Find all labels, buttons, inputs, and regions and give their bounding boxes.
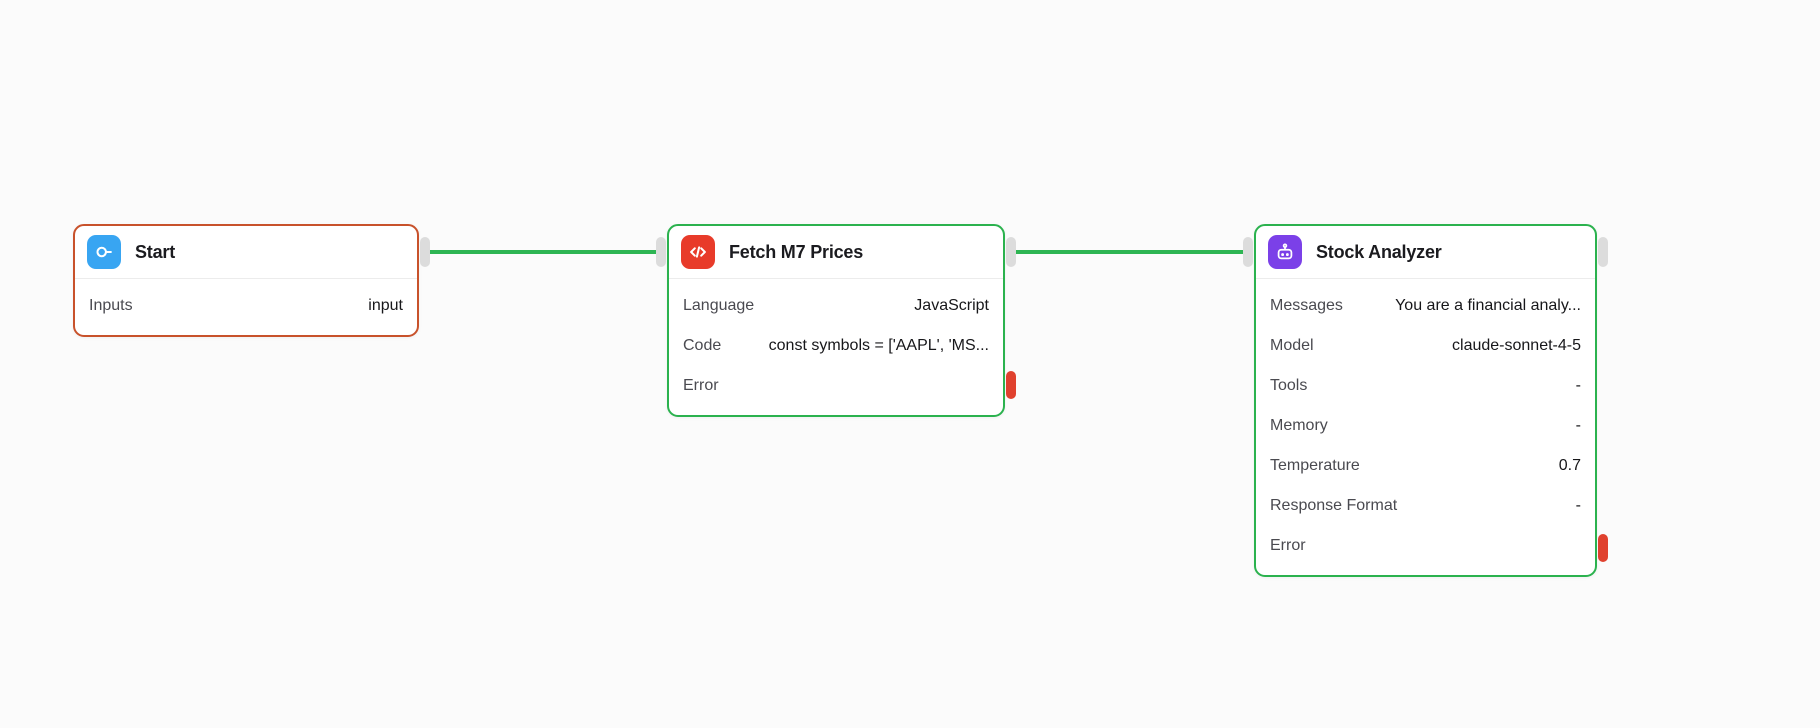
node-row-error: Error xyxy=(1256,526,1595,566)
row-value: - xyxy=(1575,377,1581,394)
node-row-error: Error xyxy=(669,366,1003,406)
node-fetch-m7-prices[interactable]: Fetch M7 Prices Language JavaScript Code… xyxy=(656,224,1016,417)
row-label: Tools xyxy=(1270,377,1308,394)
input-icon xyxy=(87,235,121,269)
row-label: Memory xyxy=(1270,417,1328,434)
node-row-language: Language JavaScript xyxy=(669,286,1003,326)
row-label: Model xyxy=(1270,337,1314,354)
node-header: Fetch M7 Prices xyxy=(669,226,1003,279)
row-value: const symbols = ['AAPL', 'MS... xyxy=(768,337,989,354)
row-value: 0.7 xyxy=(1558,457,1581,474)
row-label: Inputs xyxy=(89,297,133,314)
row-label: Response Format xyxy=(1270,497,1398,514)
node-rows: Messages You are a financial analy... Mo… xyxy=(1256,279,1595,575)
node-row-inputs: Inputs input xyxy=(75,286,417,326)
node-row-messages: Messages You are a financial analy... xyxy=(1256,286,1595,326)
node-header: Start xyxy=(75,226,417,279)
node-row-model: Model claude-sonnet-4-5 xyxy=(1256,326,1595,366)
row-value: JavaScript xyxy=(914,297,989,314)
node-start[interactable]: Start Inputs input xyxy=(73,224,430,337)
source-handle[interactable] xyxy=(420,237,430,267)
node-row-code: Code const symbols = ['AAPL', 'MS... xyxy=(669,326,1003,366)
node-stock-analyzer[interactable]: Stock Analyzer Messages You are a financ… xyxy=(1243,224,1608,577)
row-label: Error xyxy=(683,377,719,394)
row-value: - xyxy=(1575,417,1581,434)
code-icon xyxy=(681,235,715,269)
node-rows: Language JavaScript Code const symbols =… xyxy=(669,279,1003,415)
row-value: - xyxy=(1575,497,1581,514)
row-value: claude-sonnet-4-5 xyxy=(1452,337,1581,354)
node-header: Stock Analyzer xyxy=(1256,226,1595,279)
row-label: Code xyxy=(683,337,722,354)
edge-fetch-to-analyzer[interactable] xyxy=(1010,250,1252,254)
row-label: Temperature xyxy=(1270,457,1360,474)
row-label: Messages xyxy=(1270,297,1343,314)
row-value: You are a financial analy... xyxy=(1395,297,1581,314)
edge-start-to-fetch[interactable] xyxy=(428,250,664,254)
target-handle[interactable] xyxy=(1243,237,1253,267)
node-title: Stock Analyzer xyxy=(1316,241,1442,262)
error-handle[interactable] xyxy=(1598,534,1608,562)
node-row-memory: Memory - xyxy=(1256,406,1595,446)
source-handle[interactable] xyxy=(1006,237,1016,267)
row-value: input xyxy=(368,297,403,314)
node-row-response-format: Response Format - xyxy=(1256,486,1595,526)
target-handle[interactable] xyxy=(656,237,666,267)
node-rows: Inputs input xyxy=(75,279,417,335)
robot-icon xyxy=(1268,235,1302,269)
error-handle[interactable] xyxy=(1006,371,1016,399)
node-title: Start xyxy=(135,241,176,262)
node-title: Fetch M7 Prices xyxy=(729,241,864,262)
node-row-tools: Tools - xyxy=(1256,366,1595,406)
row-label: Language xyxy=(683,297,755,314)
node-row-temperature: Temperature 0.7 xyxy=(1256,446,1595,486)
source-handle[interactable] xyxy=(1598,237,1608,267)
row-label: Error xyxy=(1270,537,1306,554)
